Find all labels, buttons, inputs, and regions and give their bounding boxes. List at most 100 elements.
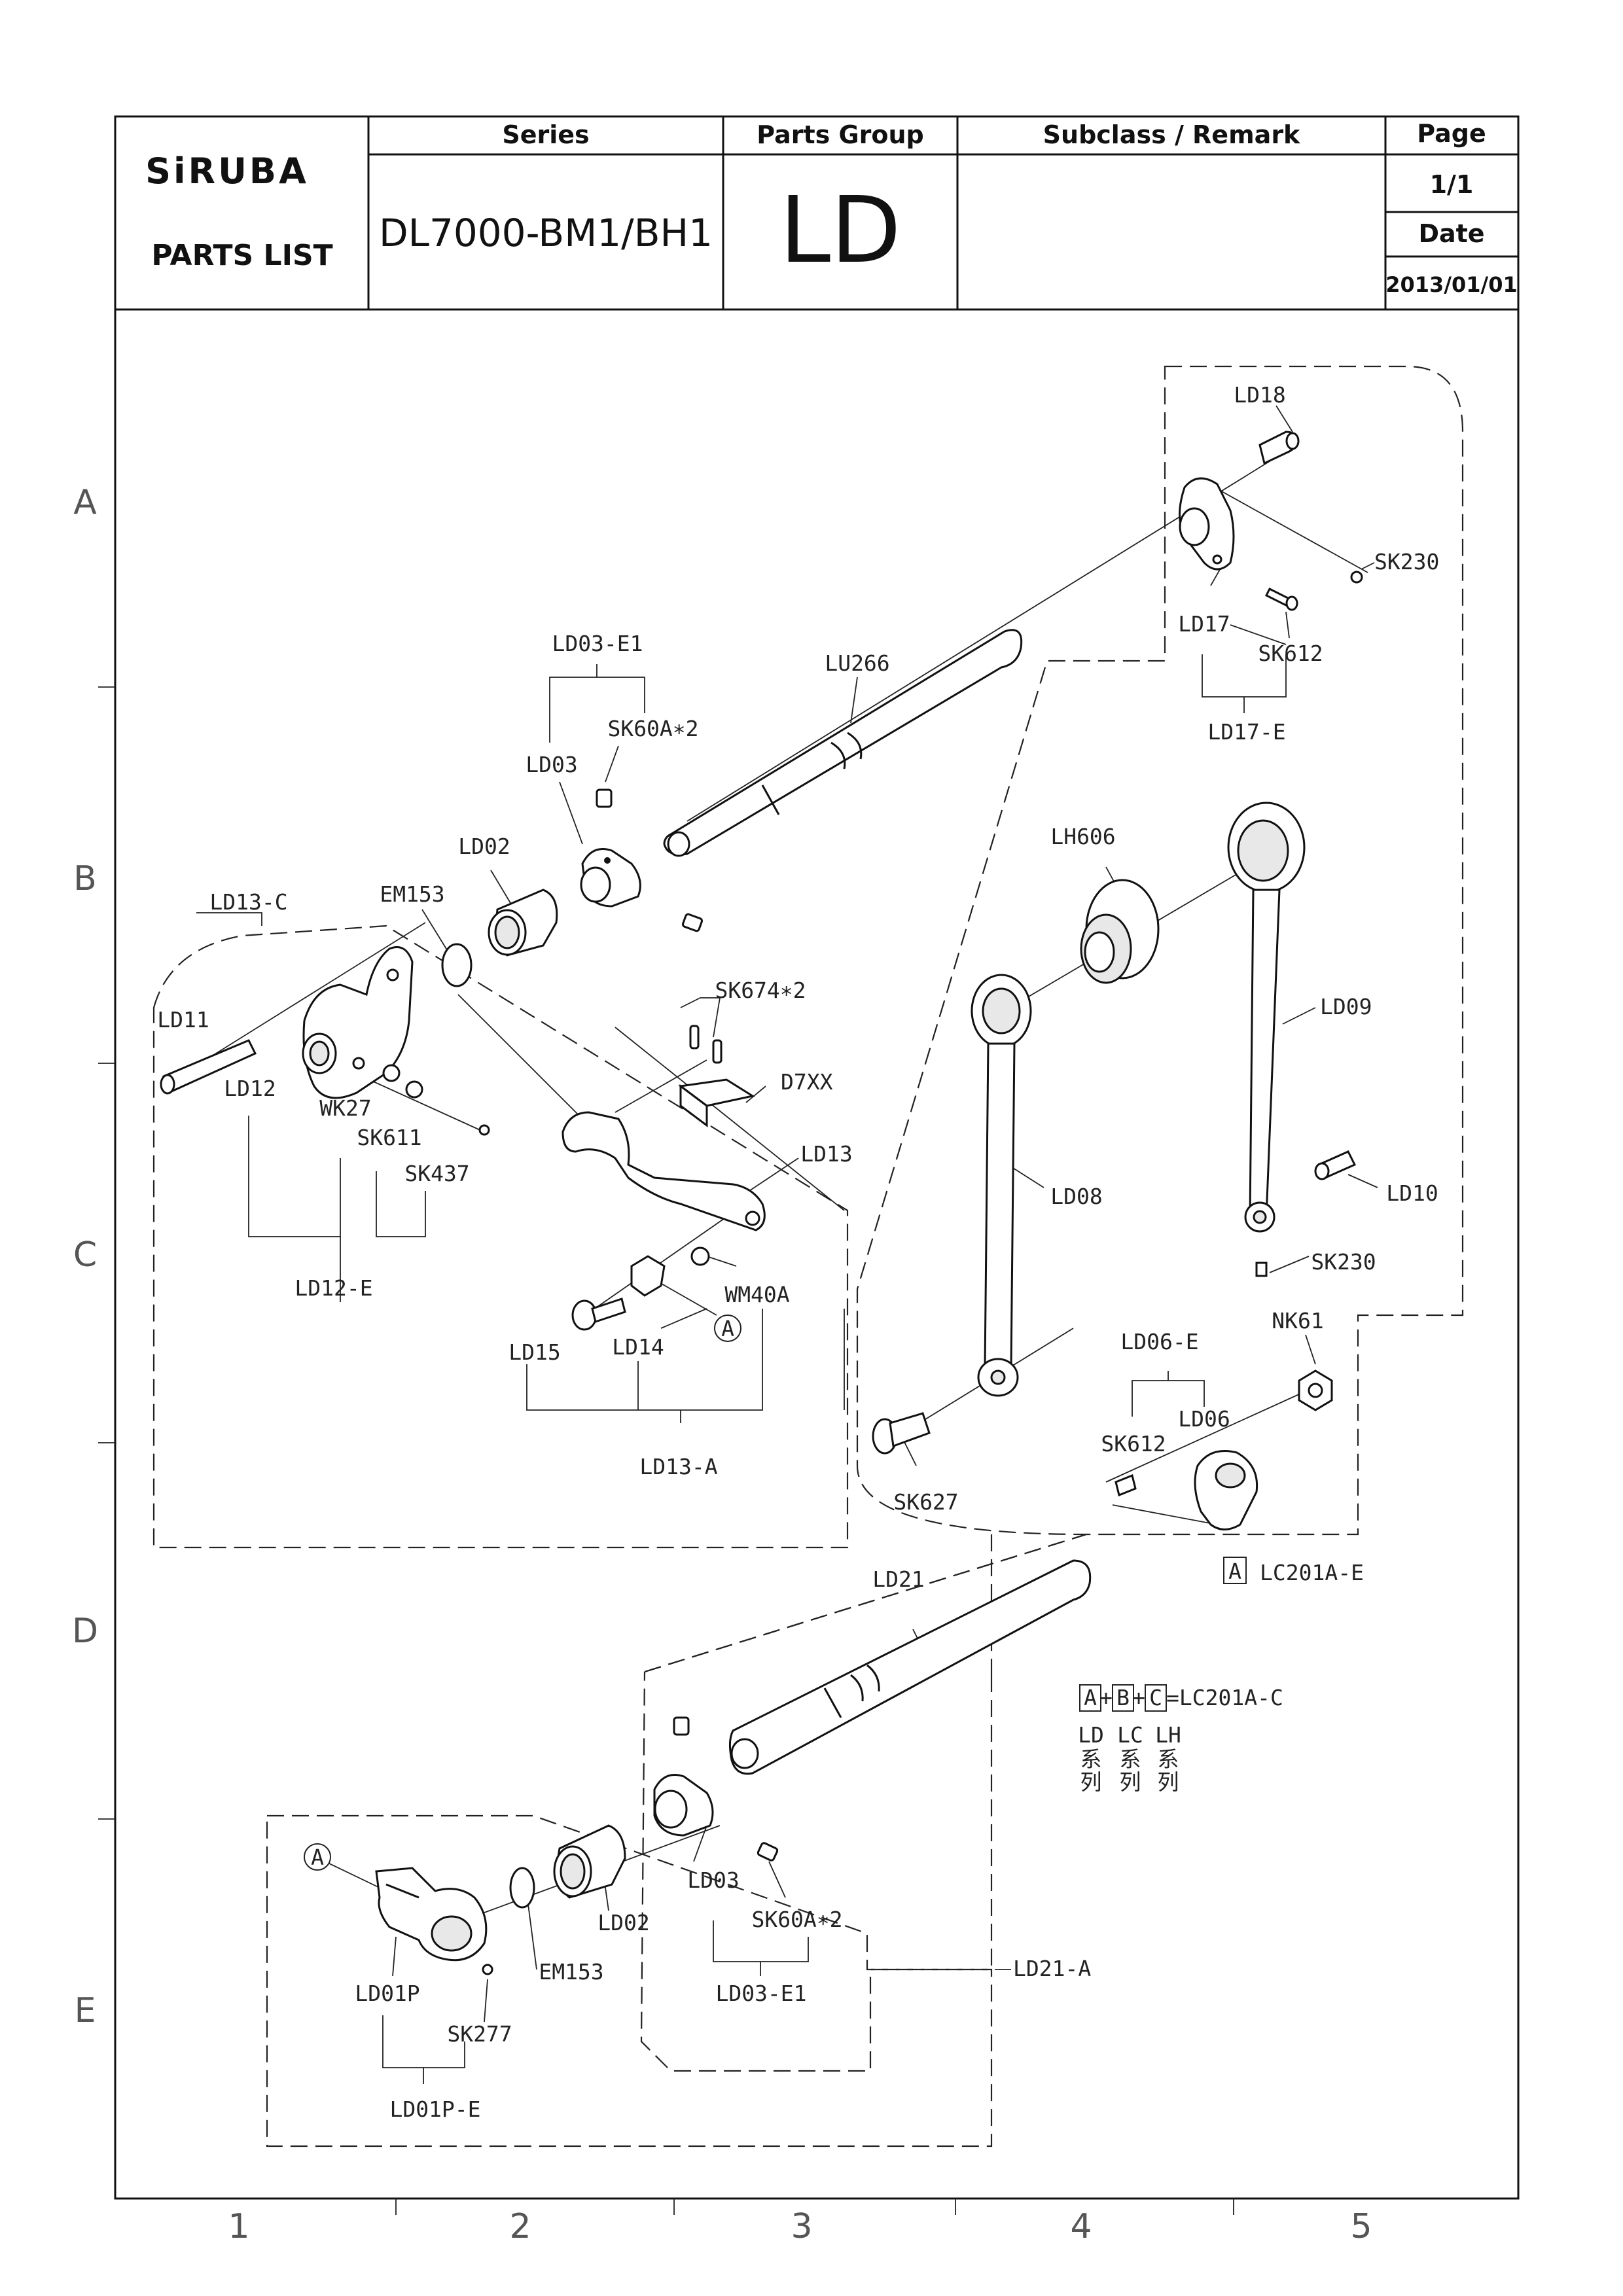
label-ld13: LD13	[800, 1141, 852, 1167]
series-char: 列	[1158, 1769, 1179, 1795]
leader	[559, 781, 583, 845]
series-label: Series	[502, 120, 589, 149]
leader	[196, 912, 262, 926]
lu266-shaft	[663, 629, 1023, 857]
series-lc: LC	[1117, 1722, 1143, 1748]
bracket-ld01p-e	[382, 2015, 465, 2084]
boxed-b-legend-letter: B	[1116, 1685, 1130, 1710]
label-sk437: SK437	[404, 1161, 469, 1186]
assembly-lines	[163, 405, 1378, 2084]
axis-line	[1112, 1504, 1218, 1525]
label-ld03-bot: LD03	[687, 1867, 739, 1893]
date-label: Date	[1418, 219, 1484, 248]
label-ld17: LD17	[1178, 611, 1230, 637]
leader	[1361, 562, 1375, 570]
label-ld15: LD15	[508, 1339, 560, 1365]
label-ld06-e: LD06-E	[1120, 1329, 1198, 1354]
label-wm40a: WM40A	[724, 1282, 789, 1307]
label-em153: EM153	[380, 881, 444, 907]
ld21-a-outline-top	[644, 1533, 1087, 1673]
label-ld21: LD21	[872, 1566, 924, 1592]
col-marker: 2	[509, 2207, 531, 2246]
sk612-screw-mid	[1115, 1474, 1137, 1497]
ld01p-fork	[375, 1867, 488, 1962]
boxed-c-legend-letter: C	[1149, 1685, 1162, 1710]
label-ld09: LD09	[1320, 994, 1372, 1019]
boxed-b-legend	[1112, 1684, 1134, 1712]
series-lh: LH	[1155, 1722, 1181, 1748]
sk437-screw	[478, 1124, 490, 1136]
sk60a-screw	[681, 913, 704, 932]
label-ld03-e1: LD03-E1	[552, 631, 643, 656]
series-value: DL7000-BM1/BH1	[379, 211, 713, 255]
ld12-bracket	[302, 946, 414, 1099]
leader	[693, 1825, 707, 1862]
label-ld13-a: LD13-A	[639, 1454, 717, 1479]
sk674-screw	[712, 1039, 722, 1064]
leader	[850, 677, 858, 724]
nk61-nut-hole	[1308, 1383, 1323, 1398]
label-lc201a-c: =LC201A-C	[1166, 1685, 1283, 1710]
label-ld12-e: LD12-E	[294, 1275, 372, 1301]
axis-line	[615, 1059, 707, 1113]
bracket-ld06-e	[1132, 1371, 1205, 1417]
leader	[1305, 1334, 1316, 1365]
label-lu266: LU266	[825, 650, 889, 676]
em153-ring-bot	[509, 1867, 535, 1909]
label-sk60a-bot: SK60A∗2	[751, 1907, 842, 1932]
ld14-nut	[630, 1255, 666, 1297]
bracket-ld13-a	[526, 1309, 845, 1423]
label-ld06: LD06	[1178, 1406, 1230, 1432]
leader	[484, 1979, 488, 2022]
leader	[680, 997, 721, 1038]
leader	[1275, 405, 1293, 433]
series-char: 系	[1158, 1746, 1179, 1772]
page-label: Page	[1417, 119, 1486, 148]
ld17-crank	[1179, 477, 1235, 571]
sk230-screw-top	[1350, 571, 1363, 584]
sk627-screw	[872, 1412, 931, 1455]
group-outlines	[152, 365, 1464, 2147]
leader	[745, 1086, 766, 1103]
label-sk230-mid: SK230	[1311, 1249, 1376, 1275]
boxed-c-legend	[1145, 1684, 1167, 1712]
sk60a-screw-bot	[757, 1842, 779, 1862]
circled-a-letter: A	[311, 1845, 324, 1870]
label-ld02: LD02	[458, 834, 510, 859]
header-block: SiRUBA PARTS LIST Series DL7000-BM1/BH1 …	[114, 115, 1520, 2200]
series-char: 系	[1080, 1746, 1102, 1772]
axis-line	[1220, 490, 1368, 573]
label-sk612: SK612	[1258, 641, 1323, 666]
zone-markers: A B C D E 1 2 3 4 5	[72, 483, 1372, 2246]
series-char: 列	[1080, 1769, 1102, 1795]
row-marker: E	[75, 1991, 96, 2030]
boxed-a-legend	[1079, 1684, 1101, 1712]
label-wk27: WK27	[319, 1095, 371, 1121]
plus-sign: +	[1099, 1685, 1113, 1710]
label-sk611: SK611	[357, 1125, 421, 1150]
lh606-eccentric	[1080, 879, 1160, 984]
leader	[1285, 611, 1290, 639]
ld02-bushing-top	[488, 889, 558, 957]
circled-a-marker	[714, 1315, 741, 1342]
label-sk230: SK230	[1374, 549, 1439, 574]
boxed-a-letter: A	[1228, 1559, 1241, 1584]
label-ld13-c: LD13-C	[209, 889, 287, 915]
doc-type: PARTS LIST	[151, 239, 332, 272]
col-marker: 3	[791, 2207, 812, 2246]
label-ld21-a: LD21-A	[1013, 1956, 1091, 1981]
ld02-bushing-bot	[553, 1824, 626, 1899]
label-ld03-e1-bot: LD03-E1	[715, 1981, 806, 2006]
leader	[1269, 1256, 1310, 1273]
leader	[1347, 1174, 1378, 1188]
ld11-pin	[160, 1039, 257, 1095]
row-marker: A	[73, 483, 97, 522]
sk230-screw-mid	[1255, 1262, 1268, 1277]
label-ld01p: LD01P	[355, 1981, 419, 2006]
label-sk674: SK674∗2	[715, 978, 806, 1003]
parts-drawings	[160, 431, 1363, 1975]
ld09-rod	[1227, 802, 1306, 1233]
label-ld17-e: LD17-E	[1207, 719, 1285, 745]
label-em153-bot: EM153	[539, 1959, 603, 1985]
label-nk61: NK61	[1272, 1308, 1323, 1333]
